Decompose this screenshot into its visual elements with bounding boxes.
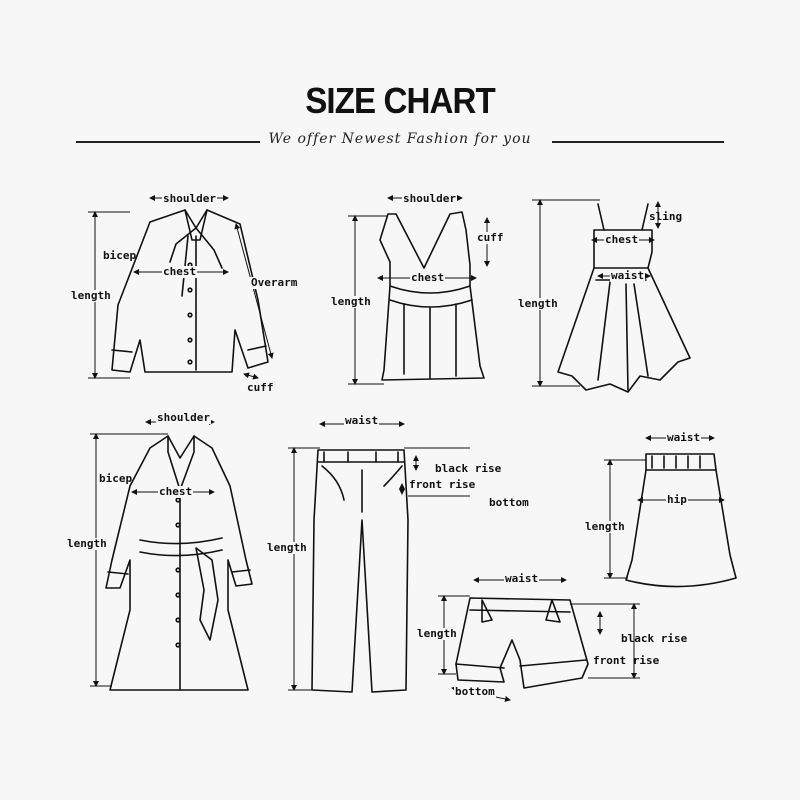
pants-length-label: length (266, 541, 308, 554)
dress-waist-label: waist (610, 269, 646, 282)
tank-top-illustration (379, 211, 485, 381)
coat-chest-label: chest (158, 485, 194, 498)
pants-black-rise-label: black rise (435, 462, 502, 475)
shorts-illustration (455, 597, 589, 689)
divider-right (552, 141, 724, 143)
vest-chest-label: chest (410, 271, 446, 284)
coat-bicep-label: bicep (99, 472, 133, 485)
shirt-length-label: length (70, 289, 112, 302)
skirt-illustration (625, 453, 737, 588)
skirt-length-label: length (584, 520, 626, 533)
skirt-hip-label: hip (666, 493, 688, 506)
shorts-front-rise-label: front rise (593, 654, 660, 667)
shorts-black-rise-label: black rise (621, 632, 688, 645)
vest-shoulder-label: shoulder (402, 192, 457, 205)
guide-lines (88, 199, 646, 691)
shorts-length-label: length (416, 627, 458, 640)
shirt-overarm-label: Overarm (250, 276, 299, 289)
shorts-bottom-label: bottom (454, 685, 496, 698)
vest-length-label: length (330, 295, 372, 308)
trench-coat-illustration (105, 435, 253, 691)
page-subtitle: We offer Newest Fashion for you (268, 131, 532, 147)
pants-waist-label: waist (344, 414, 380, 427)
shirt-illustration (111, 209, 269, 373)
coat-length-label: length (66, 537, 108, 550)
dress-length-label: length (517, 297, 559, 310)
dress-sling-label: sling (649, 210, 683, 223)
divider-left (76, 141, 260, 143)
shirt-cuff-label: cuff (247, 381, 274, 394)
pants-illustration (311, 449, 409, 693)
shorts-waist-label: waist (504, 572, 540, 585)
vest-cuff-label: cuff (476, 231, 505, 244)
page-title: SIZE CHART (305, 80, 495, 121)
dress-chest-label: chest (604, 233, 640, 246)
skirt-waist-label: waist (666, 431, 702, 444)
shirt-chest-label: chest (162, 265, 198, 278)
shirt-bicep-label: bicep (103, 249, 137, 262)
pants-bottom-label: bottom (489, 496, 529, 509)
pants-front-rise-label: front rise (409, 478, 476, 491)
shirt-shoulder-label: shoulder (162, 192, 217, 205)
coat-shoulder-label: shoulder (156, 411, 211, 424)
